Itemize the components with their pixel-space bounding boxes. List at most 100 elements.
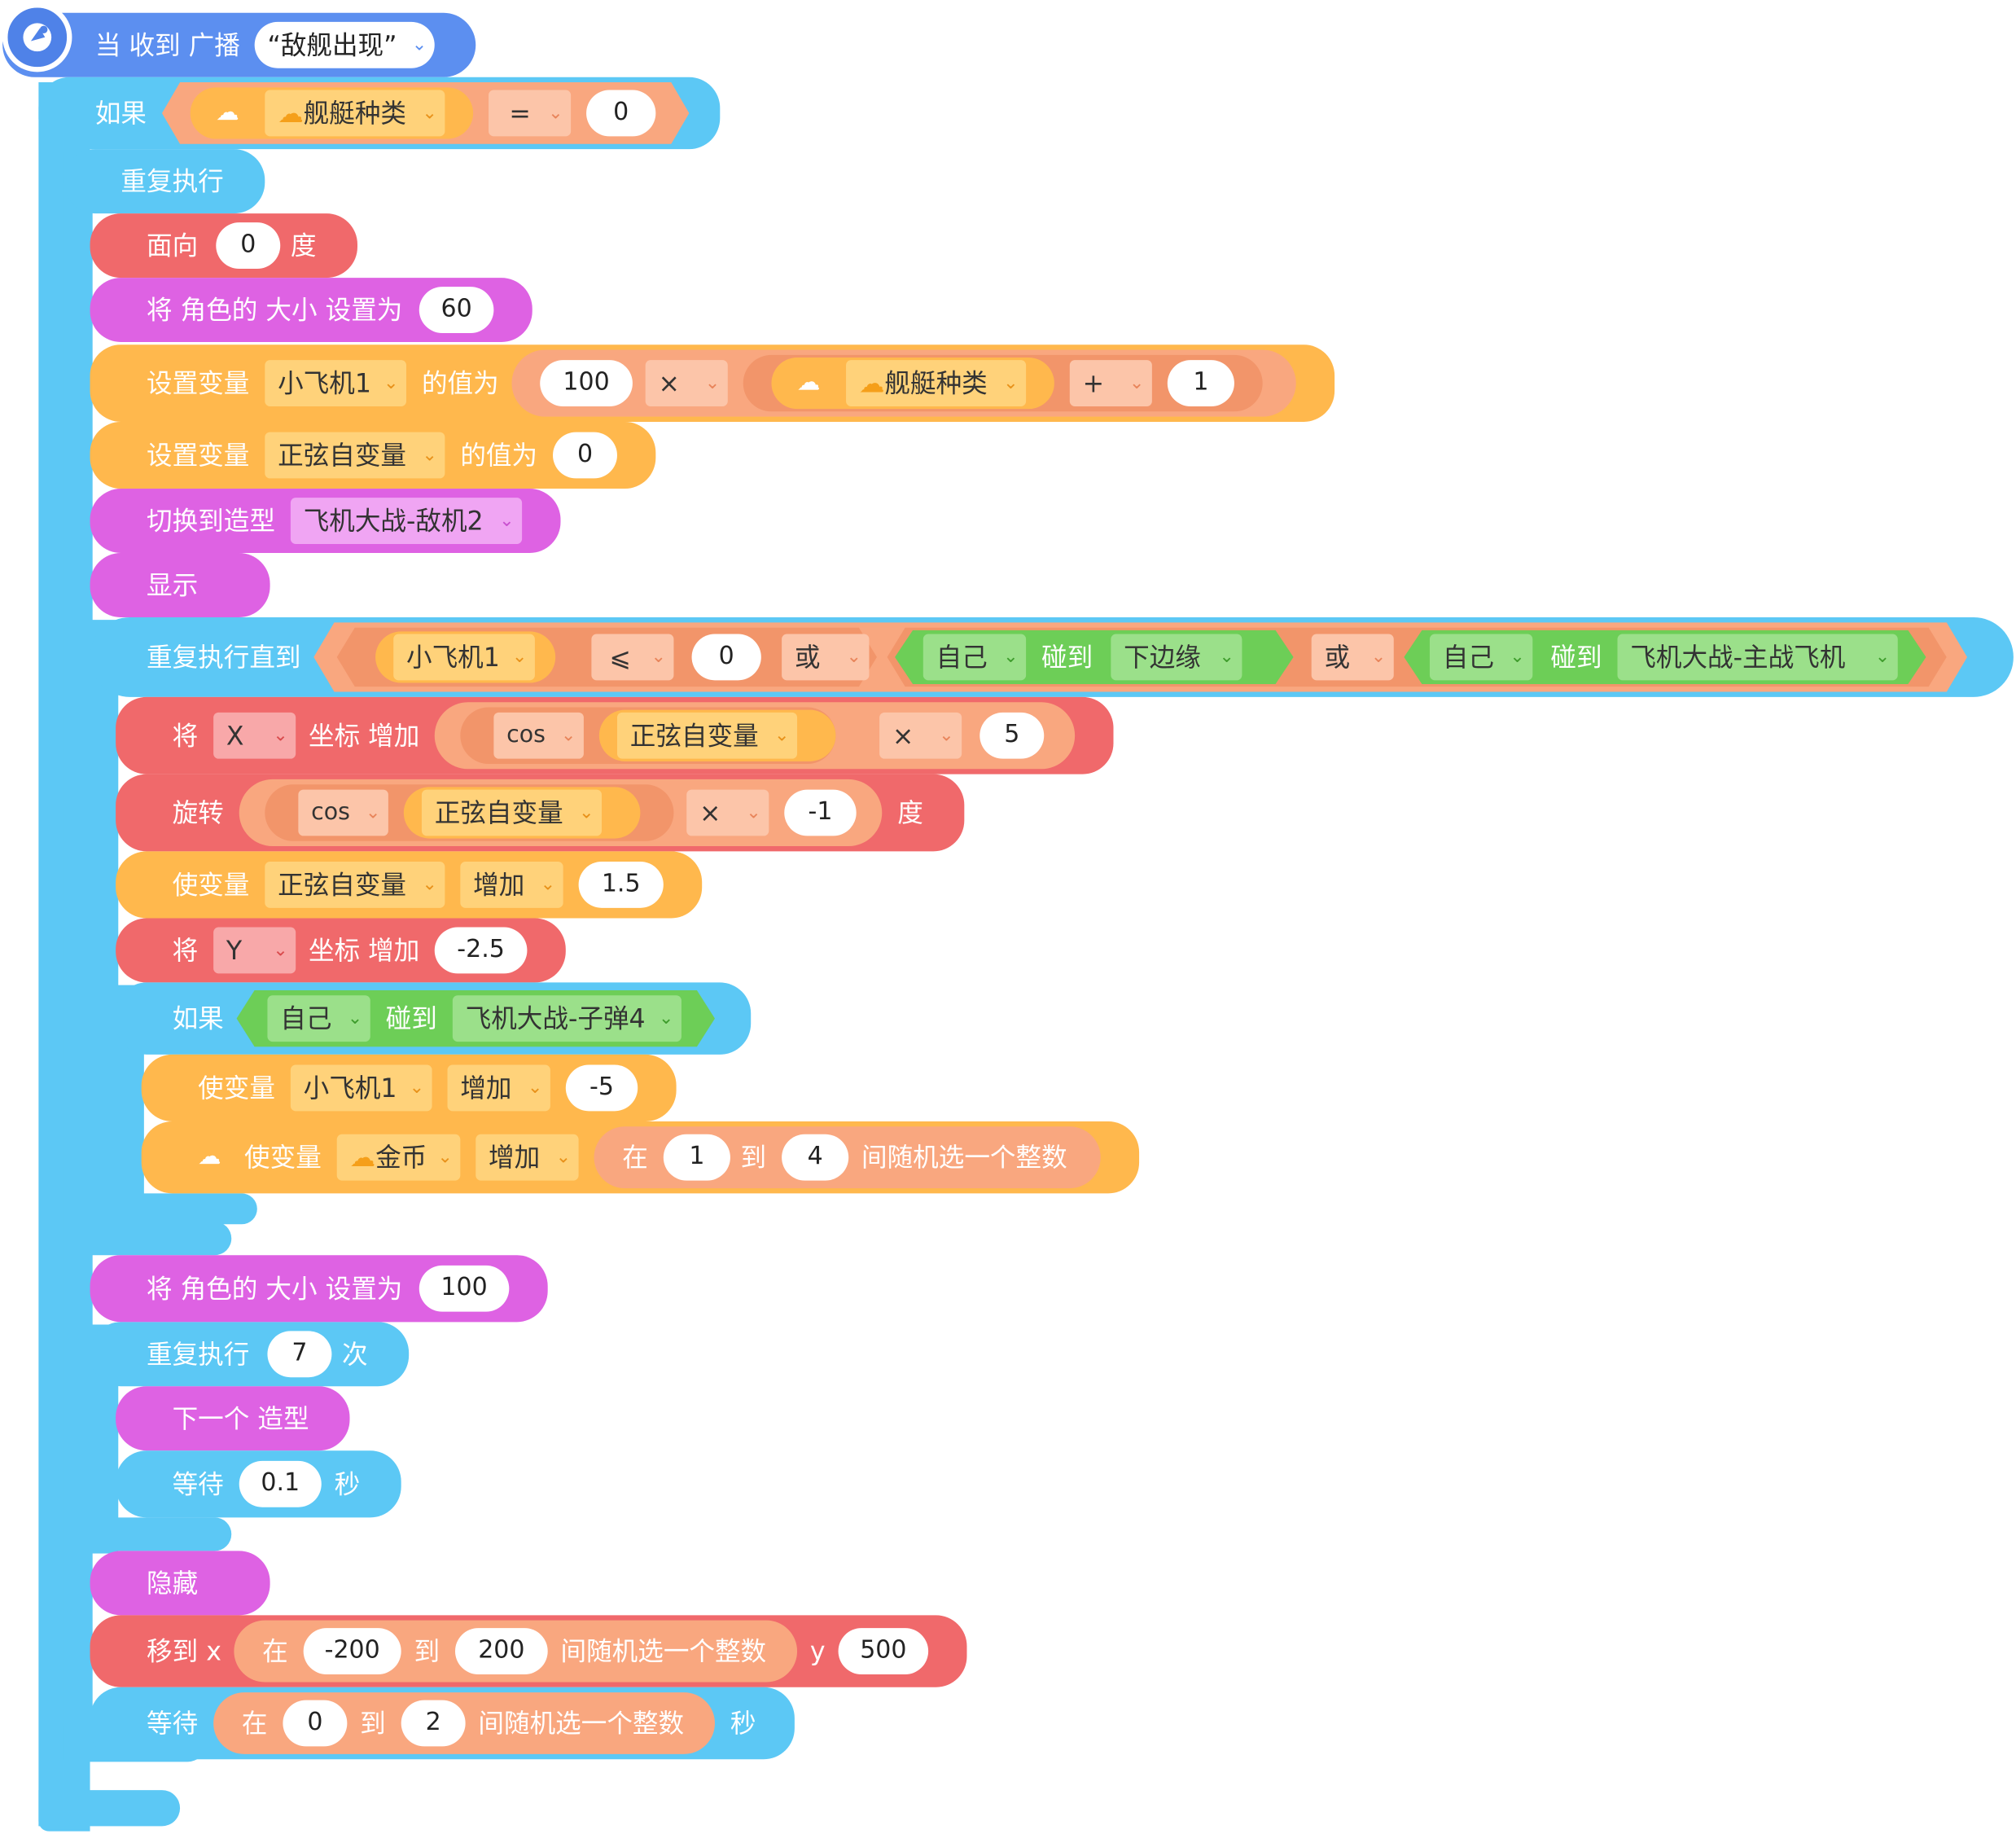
var-dropdown[interactable]: ☁舰艇种类⌄	[846, 360, 1027, 406]
cloud-var-reporter[interactable]: ☁ ☁舰艇种类⌄	[771, 357, 1054, 410]
variable-dropdown[interactable]: 正弦自变量⌄	[265, 432, 445, 479]
repeat-forever-header[interactable]: 重复执行	[64, 149, 265, 214]
value-input[interactable]: 0	[553, 432, 617, 479]
variable-reporter[interactable]: 正弦自变量⌄	[403, 787, 641, 839]
compare-op-dropdown[interactable]: ⩽⌄	[591, 634, 674, 681]
cos-reporter[interactable]: cos⌄ 正弦自变量⌄	[265, 784, 674, 841]
compare-op-dropdown[interactable]: =⌄	[489, 90, 572, 137]
variable-dropdown[interactable]: ☁金币⌄	[336, 1134, 461, 1181]
broadcast-dropdown[interactable]: “敌舰出现”⌄	[254, 21, 435, 68]
variable-reporter[interactable]: 小飞机1⌄	[375, 631, 556, 683]
operator-dropdown[interactable]: ×⌄	[645, 360, 728, 406]
set-size-block[interactable]: 将 角色的 大小 设置为 100	[90, 1255, 548, 1323]
variable-dropdown[interactable]: 小飞机1⌄	[265, 360, 406, 406]
size-input[interactable]: 100	[419, 1265, 510, 1312]
random-reporter[interactable]: 在 1 到 4 间随机选一个整数	[594, 1126, 1101, 1189]
change-variable-block[interactable]: 使变量 正弦自变量⌄ 增加⌄ 1.5	[116, 851, 703, 919]
rotate-block[interactable]: 旋转 cos⌄ 正弦自变量⌄ ×⌄ -1 度	[116, 774, 965, 852]
direction-input[interactable]: 0	[216, 222, 281, 270]
self-dropdown[interactable]: 自己⌄	[1429, 634, 1533, 681]
mode-dropdown[interactable]: 增加⌄	[460, 861, 563, 908]
math-fn-dropdown[interactable]: cos⌄	[493, 712, 584, 759]
compare-value[interactable]: 0	[691, 634, 761, 681]
change-y-block[interactable]: 将 Y⌄ 坐标 增加 -2.5	[116, 918, 566, 983]
size-input[interactable]: 60	[419, 287, 494, 333]
mode-dropdown[interactable]: 增加⌄	[476, 1134, 579, 1181]
random-reporter[interactable]: 在 -200 到 200 间随机选一个整数	[234, 1620, 798, 1683]
hide-block[interactable]: 隐藏	[90, 1551, 270, 1616]
or-condition-inner[interactable]: 自己⌄ 碰到 下边缘⌄ 或⌄ 自己⌄ 碰到	[887, 627, 1947, 687]
operand-input[interactable]: 100	[540, 360, 633, 406]
go-to-xy-block[interactable]: 移到 x 在 -200 到 200 间随机选一个整数 y 500	[90, 1615, 967, 1687]
mode-dropdown[interactable]: 增加⌄	[447, 1064, 550, 1112]
var-dropdown[interactable]: 正弦自变量⌄	[421, 789, 603, 836]
compare-value[interactable]: 0	[586, 90, 656, 137]
value-input[interactable]: -2.5	[434, 927, 528, 974]
operator-dropdown[interactable]: +⌄	[1069, 360, 1152, 406]
repeat-count-input[interactable]: 7	[267, 1331, 332, 1378]
wait-block[interactable]: 等待 在 0 到 2 间随机选一个整数 秒	[90, 1687, 795, 1760]
add-reporter[interactable]: ☁ ☁舰艇种类⌄ +⌄ 1	[743, 354, 1263, 412]
random-max-input[interactable]: 4	[782, 1134, 849, 1181]
switch-costume-block[interactable]: 切换到造型 飞机大战-敌机2⌄	[90, 489, 561, 554]
operand-input[interactable]: 1	[1167, 360, 1234, 406]
var-dropdown[interactable]: ☁舰艇种类⌄	[265, 90, 445, 137]
face-direction-block[interactable]: 面向 0 度	[90, 213, 357, 279]
value-input[interactable]: -5	[565, 1064, 638, 1112]
cos-reporter[interactable]: cos⌄ 正弦自变量⌄	[460, 707, 836, 764]
value-input[interactable]: 1.5	[578, 861, 664, 908]
target-dropdown[interactable]: 飞机大战-主战飞机⌄	[1617, 634, 1898, 681]
random-max-input[interactable]: 2	[401, 1700, 466, 1747]
axis-dropdown[interactable]: Y⌄	[213, 927, 296, 974]
change-cloud-variable-block[interactable]: ☁ 使变量 ☁金币⌄ 增加⌄ 在 1 到 4 间随机选一个整数	[141, 1121, 1140, 1194]
touching-edge-condition[interactable]: 自己⌄ 碰到 下边缘⌄	[895, 630, 1294, 685]
operator-dropdown[interactable]: ×⌄	[879, 712, 962, 759]
var-dropdown[interactable]: 正弦自变量⌄	[616, 712, 798, 759]
random-reporter[interactable]: 在 0 到 2 间随机选一个整数	[213, 1692, 715, 1754]
or-condition-outer[interactable]: 小飞机1⌄ ⩽⌄ 0 或⌄ 自己⌄ 碰到	[313, 622, 1968, 692]
multiply-reporter[interactable]: cos⌄ 正弦自变量⌄ ×⌄ 5	[434, 702, 1076, 770]
set-variable-block[interactable]: 设置变量 正弦自变量⌄ 的值为 0	[90, 421, 656, 489]
variable-dropdown[interactable]: 正弦自变量⌄	[265, 861, 445, 908]
variable-dropdown[interactable]: 小飞机1⌄	[290, 1064, 432, 1112]
operand-input[interactable]: -1	[784, 789, 857, 836]
multiply-reporter[interactable]: cos⌄ 正弦自变量⌄ ×⌄ -1	[239, 779, 883, 847]
random-min-input[interactable]: -200	[303, 1628, 401, 1674]
next-costume-block[interactable]: 下一个 造型	[116, 1386, 350, 1451]
costume-dropdown[interactable]: 飞机大战-敌机2⌄	[290, 498, 523, 544]
repeat-until-header[interactable]: 重复执行直到 小飞机1⌄ ⩽⌄ 0 或⌄	[90, 616, 2014, 697]
multiply-reporter[interactable]: 100 ×⌄ ☁ ☁舰艇种类⌄ +⌄ 1	[511, 349, 1296, 417]
target-dropdown[interactable]: 飞机大战-子弹4⌄	[452, 995, 681, 1042]
change-variable-block[interactable]: 使变量 小飞机1⌄ 增加⌄ -5	[141, 1054, 677, 1121]
operand-input[interactable]: 5	[980, 712, 1045, 759]
or-condition-inner[interactable]: 小飞机1⌄ ⩽⌄ 0	[336, 627, 877, 687]
if-condition[interactable]: ☁ ☁舰艇种类⌄ =⌄ 0	[161, 82, 690, 144]
show-block[interactable]: 显示	[90, 553, 270, 617]
change-x-block[interactable]: 将 X⌄ 坐标 增加 cos⌄ 正弦自变量⌄ ×⌄ 5	[116, 696, 1114, 774]
axis-dropdown[interactable]: X⌄	[213, 712, 296, 759]
math-fn-dropdown[interactable]: cos⌄	[298, 789, 388, 836]
var-dropdown[interactable]: 小飞机1⌄	[393, 634, 535, 681]
random-min-input[interactable]: 1	[663, 1134, 730, 1181]
broadcast-hat-block[interactable]: 当 收到 广播 “敌舰出现”⌄	[2, 2, 476, 77]
target-dropdown[interactable]: 下边缘⌄	[1111, 634, 1242, 681]
operator-dropdown[interactable]: ×⌄	[686, 789, 769, 836]
random-max-input[interactable]: 200	[455, 1628, 548, 1674]
self-dropdown[interactable]: 自己⌄	[923, 634, 1027, 681]
wait-block[interactable]: 等待 0.1 秒	[116, 1450, 401, 1518]
if-block-header[interactable]: 如果 ☁ ☁舰艇种类⌄ =⌄ 0	[38, 77, 721, 150]
repeat-count-header[interactable]: 重复执行 7 次	[90, 1322, 410, 1387]
self-dropdown[interactable]: 自己⌄	[267, 995, 370, 1042]
touching-sprite-condition[interactable]: 自己⌄ 碰到 飞机大战-主战飞机⌄	[1404, 630, 1926, 685]
set-size-block[interactable]: 将 角色的 大小 设置为 60	[90, 278, 532, 343]
touching-sprite-condition[interactable]: 自己⌄ 碰到 飞机大战-子弹4⌄	[236, 989, 715, 1047]
random-min-input[interactable]: 0	[283, 1700, 348, 1747]
or-dropdown[interactable]: 或⌄	[1311, 634, 1394, 681]
set-variable-block[interactable]: 设置变量 小飞机1⌄ 的值为 100 ×⌄ ☁ ☁舰艇种类⌄ +⌄ 1	[90, 344, 1335, 422]
y-input[interactable]: 500	[838, 1628, 929, 1674]
inner-if-header[interactable]: 如果 自己⌄ 碰到 飞机大战-子弹4⌄	[116, 982, 752, 1055]
variable-reporter[interactable]: 正弦自变量⌄	[598, 709, 836, 761]
cloud-var-reporter[interactable]: ☁ ☁舰艇种类⌄	[190, 87, 474, 139]
wait-seconds-input[interactable]: 0.1	[239, 1460, 322, 1507]
or-dropdown[interactable]: 或⌄	[782, 634, 870, 681]
